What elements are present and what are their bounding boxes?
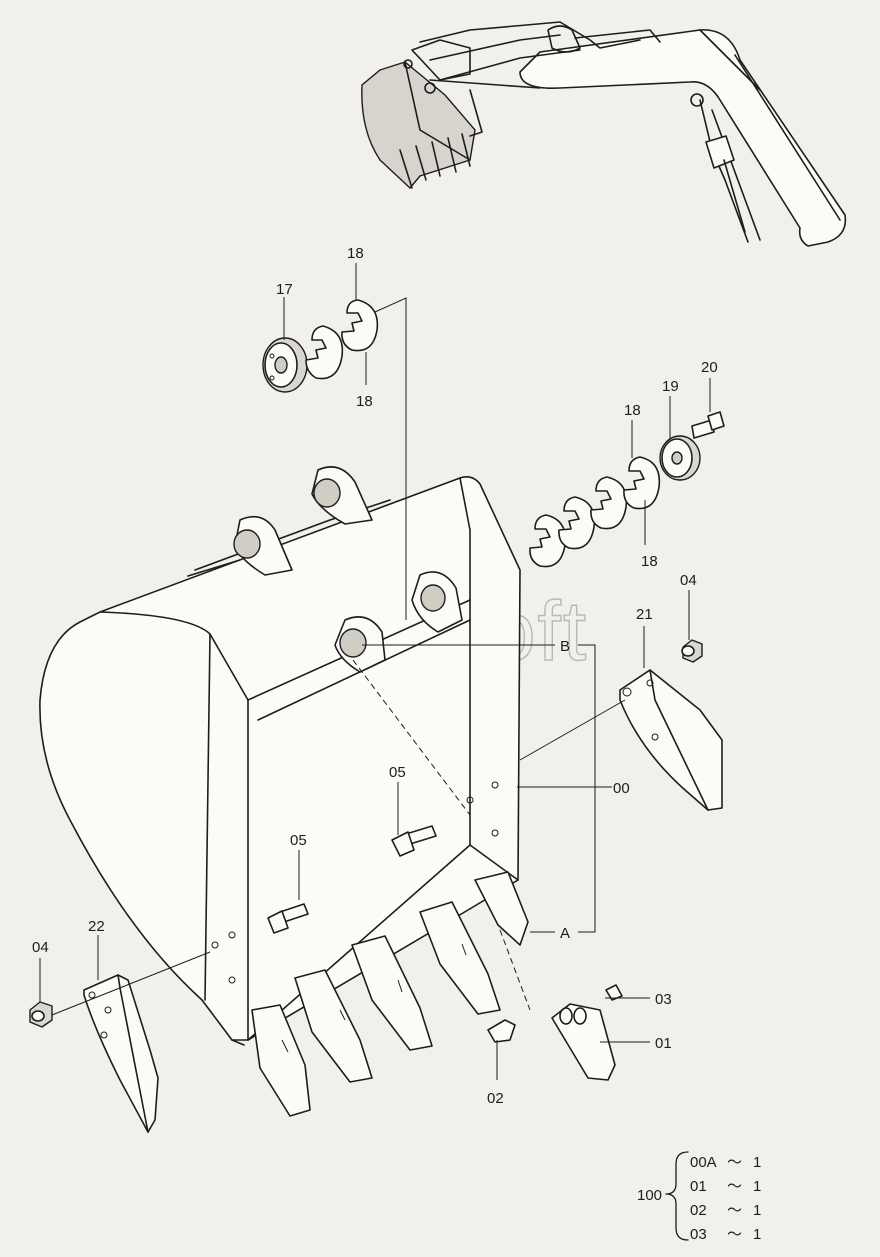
callout-18-bottom: 18 <box>356 393 373 410</box>
assembly-row-part: 03 <box>690 1226 707 1243</box>
assembly-row-sep: ～ <box>727 1178 742 1195</box>
callout-22: 22 <box>88 918 105 935</box>
callout-18-top: 18 <box>347 245 364 262</box>
callout-17: 17 <box>276 281 293 298</box>
callout-A: A <box>560 925 570 942</box>
callout-21: 21 <box>636 606 653 623</box>
assembly-row-sep: ～ <box>727 1226 742 1243</box>
callout-18-right-top: 18 <box>624 402 641 419</box>
callout-19: 19 <box>662 378 679 395</box>
spacer-17 <box>262 337 308 393</box>
bucket-body <box>39 466 521 1046</box>
assembly-row-part: 02 <box>690 1202 707 1219</box>
bolt-05-lower <box>267 903 309 934</box>
callout-05-upper: 05 <box>389 764 406 781</box>
assembly-row-qty: 1 <box>753 1202 761 1219</box>
pin-03 <box>605 984 623 1001</box>
assembly-row-part: 01 <box>690 1178 707 1195</box>
plate-19 <box>659 435 701 481</box>
lock-02 <box>487 1019 516 1043</box>
assembly-row-part: 00A <box>690 1154 717 1171</box>
callout-01: 01 <box>655 1035 672 1052</box>
nut-04-right <box>681 639 703 663</box>
assembly-row-qty: 1 <box>753 1154 761 1171</box>
side-cutter-21 <box>619 669 723 811</box>
callout-02: 02 <box>487 1090 504 1107</box>
callout-18-right-bottom: 18 <box>641 553 658 570</box>
bolt-20 <box>691 411 725 439</box>
assembly-row-sep: ～ <box>727 1202 742 1219</box>
tooth-01 <box>551 1003 616 1081</box>
side-cutter-22 <box>83 974 159 1133</box>
callout-00: 00 <box>613 780 630 797</box>
shim-18-left <box>305 299 379 380</box>
callout-05-lower: 05 <box>290 832 307 849</box>
bolt-05-upper <box>391 825 437 857</box>
callout-04-right: 04 <box>680 572 697 589</box>
callout-03: 03 <box>655 991 672 1008</box>
excavator-arm-inset <box>361 21 847 247</box>
assembly-number: 100 <box>637 1187 662 1204</box>
assembly-row-sep: ～ <box>727 1154 742 1171</box>
callout-labels: 17 18 18 18 18 19 20 21 04 04 05 05 00 2… <box>32 245 718 1107</box>
leader-lines <box>39 263 711 1080</box>
nut-04-left <box>29 1001 53 1028</box>
assembly-table: 100 00A ～ 1 01 ～ 1 02 ～ 1 03 ～ 1 <box>637 1151 761 1243</box>
assembly-row-qty: 1 <box>753 1226 761 1243</box>
shim-18-right <box>529 456 661 568</box>
callout-20: 20 <box>701 359 718 376</box>
callout-04-left: 04 <box>32 939 49 956</box>
bucket-teeth <box>251 871 529 1117</box>
assembly-row-qty: 1 <box>753 1178 761 1195</box>
callout-B: B <box>560 638 570 655</box>
